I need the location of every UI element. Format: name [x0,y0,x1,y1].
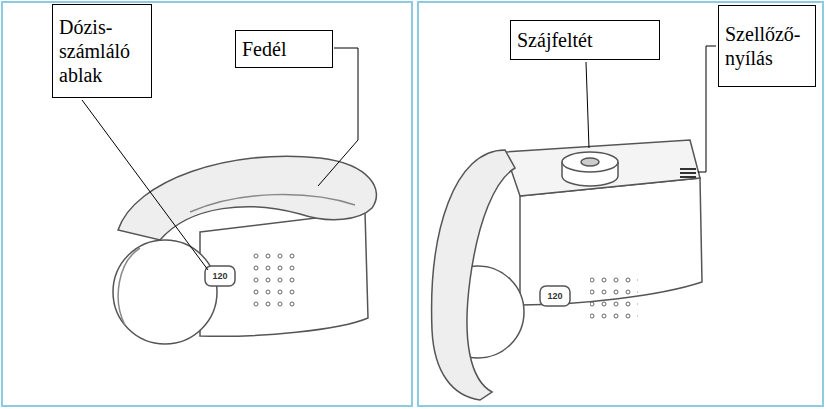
closed-inhaler [113,156,376,344]
leader-line [586,62,589,148]
leader-line [82,100,208,270]
dose-counter-number: 120 [205,268,235,284]
callout-text: Fedél [242,37,326,61]
callout-box: Dózis- számláló ablak [52,4,152,98]
panel-frame [418,2,823,406]
callout-text: Szellőző- nyílás [725,22,809,70]
dose-counter-number: 120 [540,288,570,304]
callout-text: Dózis- számláló ablak [59,15,145,87]
open-inhaler [432,140,702,400]
callout-text: Szájfeltét [517,28,653,52]
leader-line [698,46,716,172]
callout-box: Szájfeltét [510,20,660,60]
panel-frame [2,2,412,406]
callout-box: Fedél [235,30,333,68]
callout-box: Szellőző- nyílás [718,5,816,87]
leader-line [318,48,358,186]
